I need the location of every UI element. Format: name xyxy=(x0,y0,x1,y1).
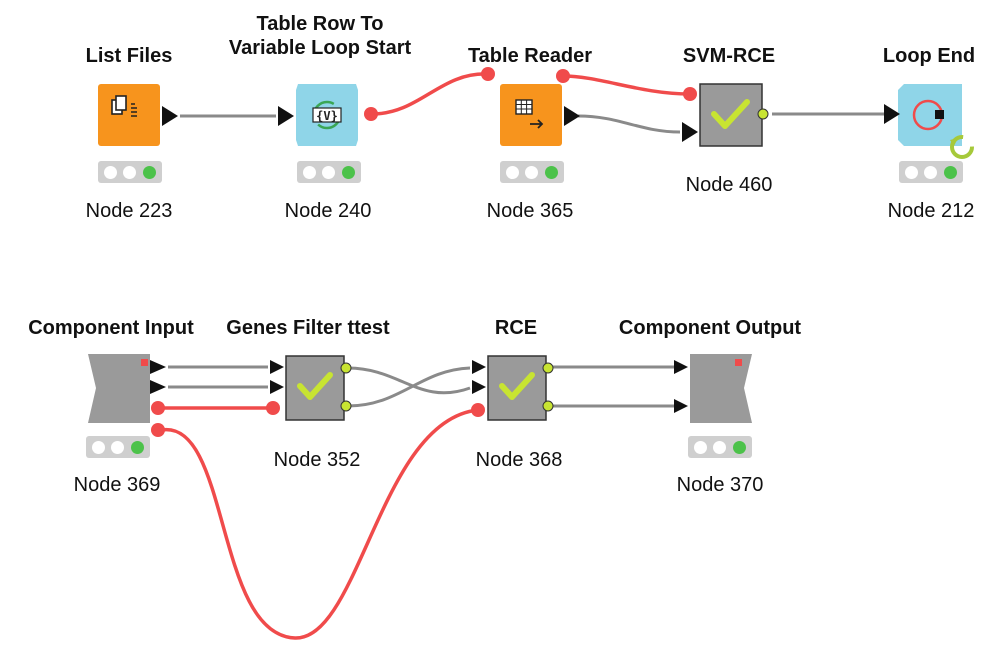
lock-icon xyxy=(141,359,148,366)
status-light-green xyxy=(944,166,957,179)
status-light-green xyxy=(342,166,355,179)
node-svm-rce[interactable] xyxy=(682,83,769,147)
status-light-green xyxy=(143,166,156,179)
status-light-green xyxy=(131,441,144,454)
node-label-370: Node 370 xyxy=(676,474,764,496)
node-label-365: Node 365 xyxy=(486,200,574,222)
flow-connection-240-365[interactable] xyxy=(371,72,489,116)
check-icon xyxy=(711,99,750,129)
loop-end-icon xyxy=(912,99,944,131)
node-genes-filter[interactable] xyxy=(266,355,352,421)
lock-icon xyxy=(735,359,742,366)
output-port[interactable] xyxy=(340,400,352,412)
status-light-green xyxy=(733,441,746,454)
node-table-reader[interactable] xyxy=(481,67,580,146)
flow-variable-in-port[interactable] xyxy=(683,87,697,101)
output-port[interactable] xyxy=(150,360,166,374)
node-title-list-files: List Files xyxy=(85,45,173,67)
node-label-369: Node 369 xyxy=(73,474,161,496)
status-lights xyxy=(297,161,361,183)
flow-connection-369-368[interactable] xyxy=(161,408,479,640)
connection-352-368-b[interactable] xyxy=(347,366,471,408)
status-light-green xyxy=(545,166,558,179)
status-lights xyxy=(98,161,162,183)
node-label-212: Node 212 xyxy=(887,200,975,222)
node-title-table-row-loop: Table Row To Variable Loop Start xyxy=(228,13,412,59)
files-list-icon xyxy=(111,95,137,117)
output-port[interactable] xyxy=(542,400,554,412)
output-port[interactable] xyxy=(757,108,769,120)
input-port[interactable] xyxy=(270,360,284,374)
flow-variable-out-port[interactable] xyxy=(556,69,570,83)
output-port[interactable] xyxy=(564,106,580,126)
node-rce[interactable] xyxy=(471,355,554,421)
node-label-352: Node 352 xyxy=(273,449,361,471)
node-title-table-reader: Table Reader xyxy=(467,45,593,67)
input-port[interactable] xyxy=(674,360,688,374)
check-icon xyxy=(499,372,535,400)
node-label-240: Node 240 xyxy=(284,200,372,222)
loop-refresh-icon xyxy=(950,135,974,159)
node-title-rce: RCE xyxy=(494,317,538,339)
flow-variable-out-port[interactable] xyxy=(364,107,378,121)
node-component-output[interactable] xyxy=(674,354,752,423)
status-lights xyxy=(899,161,963,183)
node-label-460: Node 460 xyxy=(685,174,773,196)
node-loop-end[interactable] xyxy=(884,84,974,159)
flow-variable-in-port[interactable] xyxy=(266,401,280,415)
node-title-loop-end: Loop End xyxy=(882,45,976,67)
flow-variable-in-port[interactable] xyxy=(481,67,495,81)
node-list-files[interactable] xyxy=(98,84,178,146)
input-port[interactable] xyxy=(472,380,486,394)
svg-text:{V}: {V} xyxy=(316,109,338,123)
node-label-223: Node 223 xyxy=(85,200,173,222)
status-lights xyxy=(688,436,752,458)
input-port[interactable] xyxy=(682,122,698,142)
node-table-row-loop[interactable]: {V} xyxy=(278,84,378,146)
status-lights xyxy=(86,436,150,458)
flow-connection-365-460[interactable] xyxy=(562,74,691,96)
input-port[interactable] xyxy=(270,380,284,394)
node-title-genes-filter: Genes Filter ttest xyxy=(226,317,390,339)
node-label-368: Node 368 xyxy=(475,449,563,471)
input-port[interactable] xyxy=(674,399,688,413)
flow-variable-out-port[interactable] xyxy=(151,423,165,437)
node-title-component-input: Component Input xyxy=(28,317,194,339)
output-port[interactable] xyxy=(542,362,554,374)
connection-365-460[interactable] xyxy=(577,114,681,134)
node-title-svm-rce: SVM-RCE xyxy=(682,45,776,67)
table-arrow-icon xyxy=(515,99,544,129)
output-port[interactable] xyxy=(340,362,352,374)
output-port[interactable] xyxy=(162,106,178,126)
input-port[interactable] xyxy=(278,106,294,126)
input-port[interactable] xyxy=(472,360,486,374)
output-port[interactable] xyxy=(150,380,166,394)
variable-loop-icon: {V} xyxy=(312,100,342,130)
check-icon xyxy=(297,372,333,400)
flow-variable-in-port[interactable] xyxy=(471,403,485,417)
flow-variable-out-port[interactable] xyxy=(151,401,165,415)
node-title-component-output: Component Output xyxy=(618,317,802,339)
node-component-input[interactable] xyxy=(88,354,166,437)
status-lights xyxy=(500,161,564,183)
input-port[interactable] xyxy=(884,104,900,124)
connections xyxy=(161,72,886,640)
connection-352-368-a[interactable] xyxy=(347,366,471,395)
